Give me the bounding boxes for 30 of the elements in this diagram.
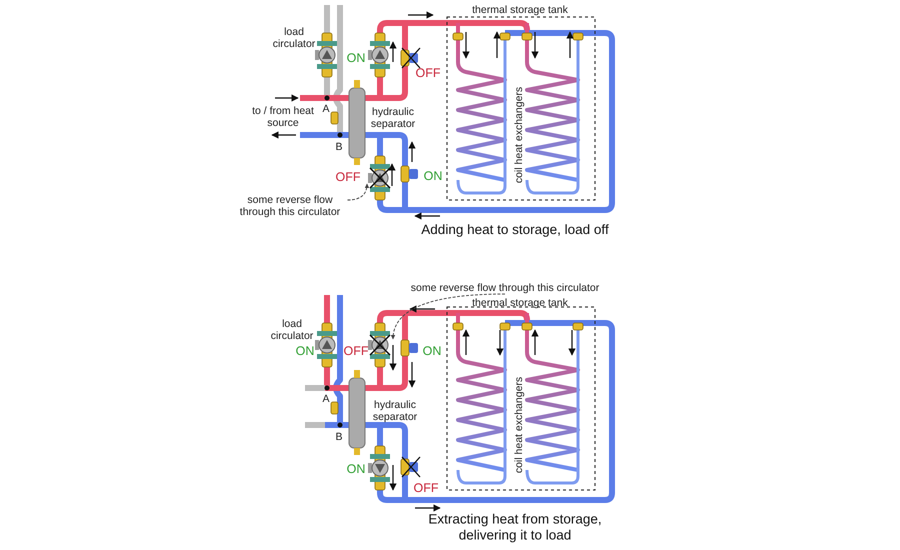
status-label: OFF	[416, 66, 440, 80]
leader-line	[391, 294, 506, 340]
status-label: ON	[296, 344, 314, 358]
part-label: thermal storage tank	[471, 296, 569, 310]
circulator-pump	[368, 322, 391, 368]
status-label: OFF	[336, 170, 360, 184]
status-label: OFF	[414, 480, 438, 496]
leader-line	[347, 184, 370, 200]
point-label: A	[322, 102, 330, 116]
part-label: hydraulic separator	[372, 398, 418, 424]
part-label: coil heat exchangers	[512, 86, 526, 184]
status-label: OFF	[344, 344, 368, 358]
point-label: A	[322, 392, 330, 406]
status-label: ON	[346, 50, 366, 66]
status-label: ON	[422, 344, 442, 358]
point-label: B	[336, 140, 342, 154]
part-label: coil heat exchangers	[512, 376, 526, 474]
status-label: ON	[424, 168, 442, 184]
circulator-pump	[368, 156, 391, 200]
part-label: to / from heat source	[251, 104, 315, 130]
part-label: thermal storage tank	[471, 4, 569, 16]
caption: Extracting heat from storage, delivering it to load	[427, 511, 603, 543]
part-label: hydraulic separator	[370, 106, 416, 130]
part-label: load circulator	[270, 318, 314, 342]
caption: Adding heat to storage, load off	[420, 222, 610, 238]
callout-text: some reverse flow through this circulator	[380, 282, 630, 294]
point-label: B	[336, 430, 342, 444]
status-label: ON	[346, 462, 366, 476]
part-label: load circulator	[272, 26, 316, 50]
callout-text: some reverse flow through this circulator	[232, 194, 348, 218]
